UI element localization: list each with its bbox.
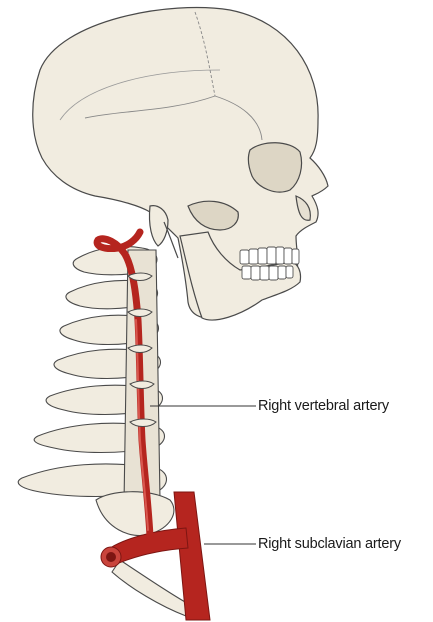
subclavian-lumen xyxy=(106,552,116,562)
label-right-subclavian-artery: Right subclavian artery xyxy=(258,536,401,552)
first-rib xyxy=(96,492,174,536)
label-right-vertebral-artery: Right vertebral artery xyxy=(258,398,389,414)
lower-teeth xyxy=(242,266,293,280)
skull xyxy=(33,8,328,320)
